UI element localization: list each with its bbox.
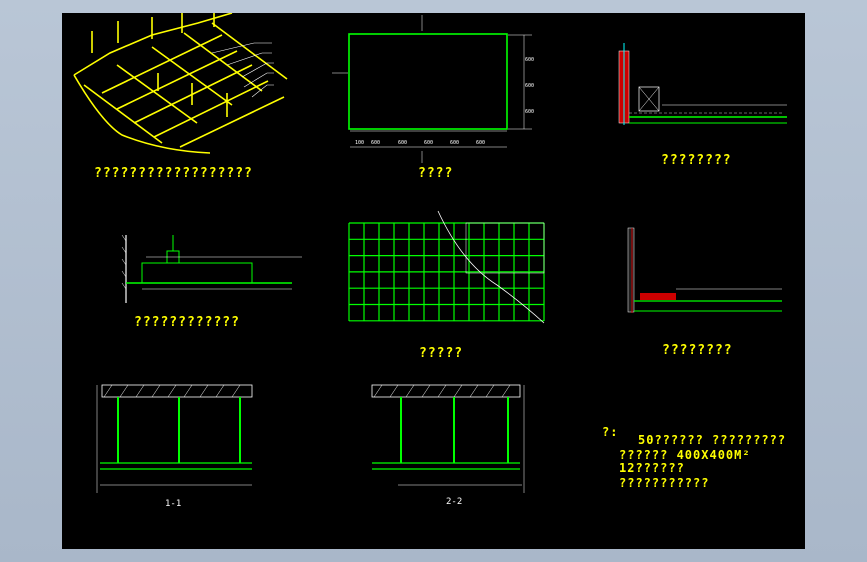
svg-text:600: 600 [398, 140, 407, 146]
notes-line-2: ?????? 400X400M² [619, 448, 751, 462]
notes-line-4: ??????????? [619, 476, 710, 490]
svg-text:600: 600 [371, 140, 380, 146]
svg-text:600: 600 [525, 57, 534, 63]
notes-line-1: 50?????? ????????? [638, 433, 787, 447]
section-2-2-drawing [371, 384, 525, 493]
isometric-leader-lines [211, 42, 274, 98]
caption-wall-detail-mid: ???????? [662, 343, 733, 358]
joint-detail-drawing [121, 234, 302, 303]
svg-text:100: 100 [355, 140, 364, 146]
caption-wall-detail-top: ???????? [661, 153, 732, 168]
svg-text:600: 600 [424, 140, 433, 146]
layout-plan-drawing [348, 210, 545, 324]
section-label-1-1: 1-1 [165, 499, 182, 509]
wall-detail-mid-drawing [627, 227, 782, 313]
svg-text:600: 600 [525, 109, 534, 115]
isometric-grid-drawing [73, 13, 288, 154]
caption-plan: ???? [418, 166, 454, 181]
svg-text:600: 600 [450, 140, 459, 146]
svg-text:600: 600 [525, 83, 534, 89]
caption-isometric: ?????????????????? [94, 166, 253, 181]
drawing-canvas: 100 600 600 600 600 600 600 600 600 [73, 13, 787, 493]
svg-text:600: 600 [476, 140, 485, 146]
wall-detail-top-drawing [618, 43, 787, 125]
cad-drawing-viewport[interactable]: 100 600 600 600 600 600 600 600 600 [62, 13, 805, 549]
section-label-2-2: 2-2 [446, 497, 463, 507]
notes-line-3: 12?????? [619, 461, 685, 475]
ceiling-plan-drawing: 100 600 600 600 600 600 600 600 600 [332, 15, 534, 163]
section-1-1-drawing [96, 384, 253, 493]
caption-joint-detail: ???????????? [134, 315, 240, 330]
notes-title: ?: [602, 425, 619, 439]
caption-layout-plan: ????? [419, 346, 464, 361]
